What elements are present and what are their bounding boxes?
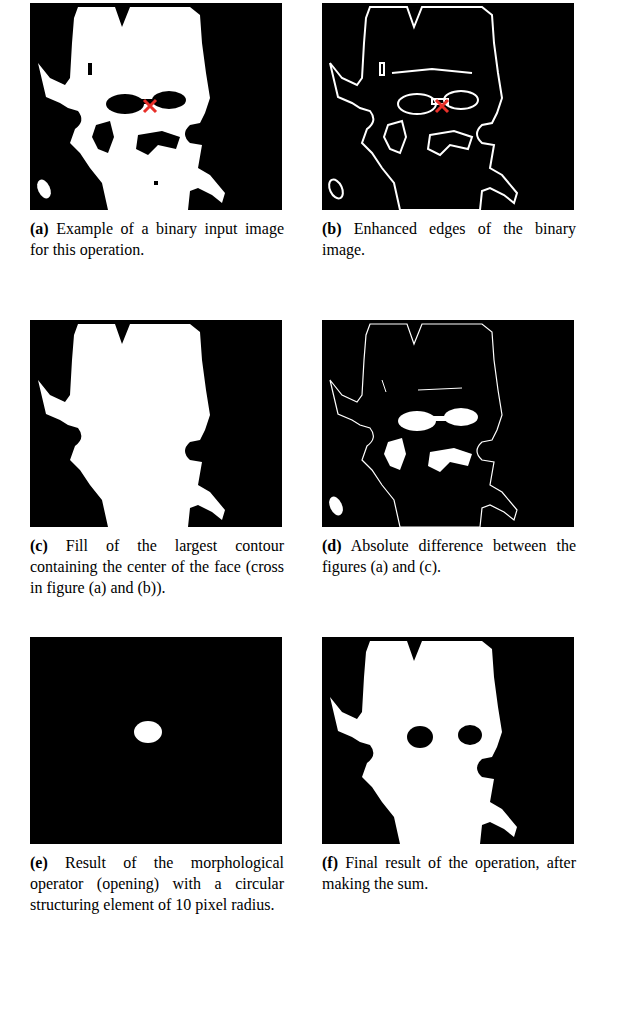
figure-caption: (e) Result of the morphological operator… [30,852,284,915]
final-image [322,637,574,844]
figure-caption: (a) Example of a binary input image for … [30,218,284,260]
difference-image [322,320,574,527]
binary-image [30,3,282,210]
figure-caption: (d) Absolute difference between the figu… [322,535,576,577]
figure-caption: (f) Final result of the operation, after… [322,852,576,894]
figure-caption: (b) Enhanced edges of the binary image. [322,218,576,260]
opening-image [30,637,282,844]
filled-contour-image [30,320,282,527]
figure-caption: (c) Fill of the largest contour containi… [30,535,284,598]
edge-image [322,3,574,210]
